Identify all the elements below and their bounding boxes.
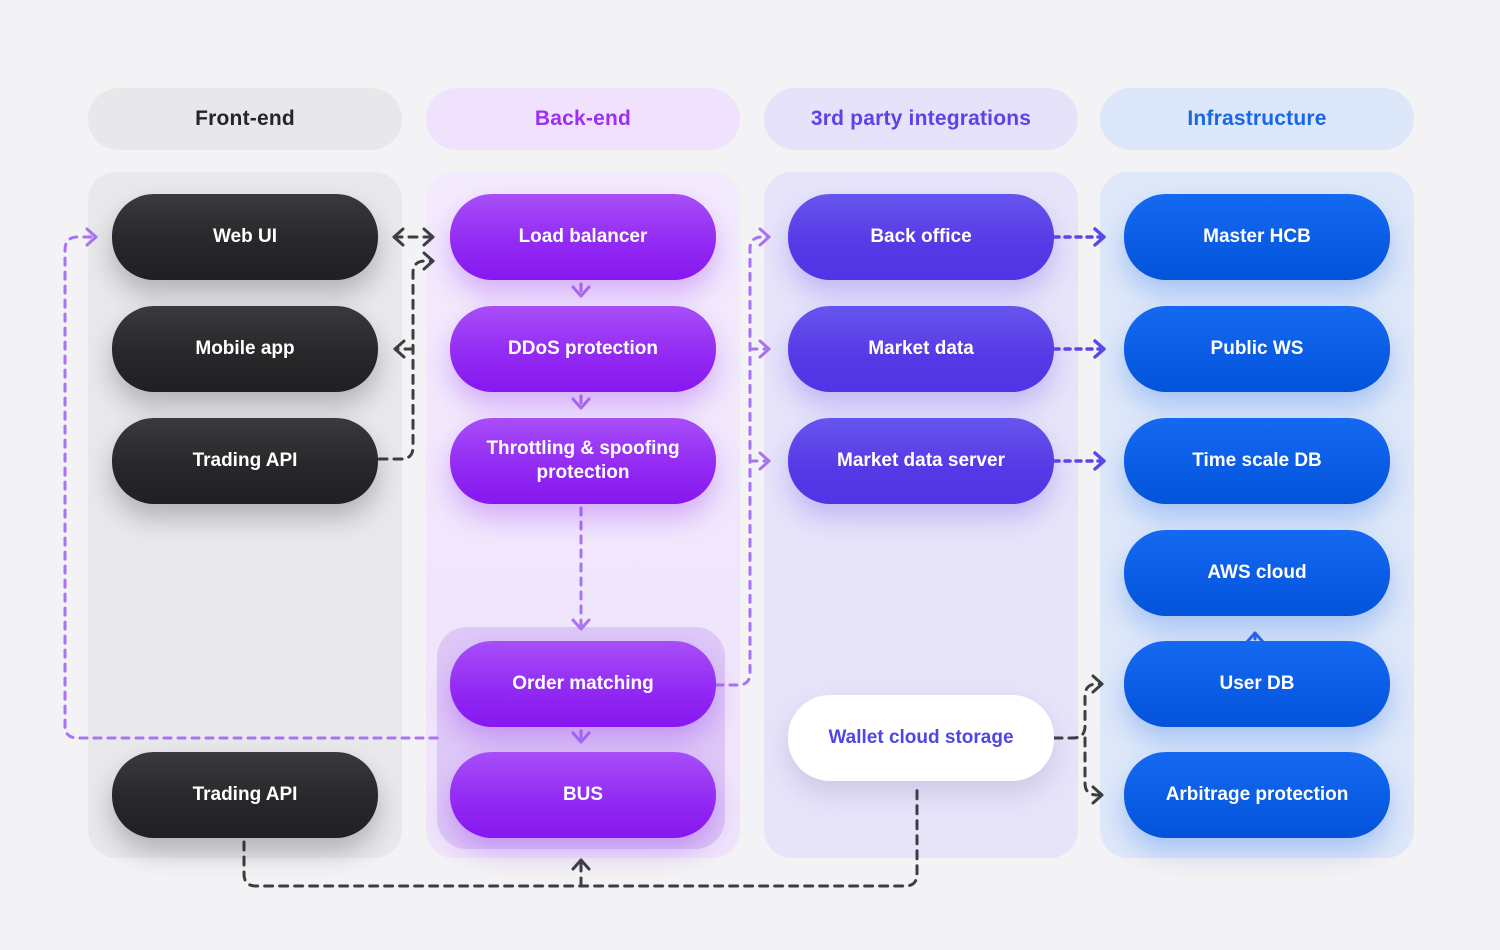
edge-tradingapi-loadbalancer xyxy=(377,251,435,461)
node-trading-api-2: Trading API xyxy=(112,752,378,838)
edge-ordermatching-webui xyxy=(63,227,439,740)
column-header-front-end: Front-end xyxy=(88,88,402,150)
column-panel-infrastructure xyxy=(1100,172,1414,858)
node-order-matching: Order matching xyxy=(450,641,716,727)
node-master-hcb: Master HCB xyxy=(1124,194,1390,280)
node-aws-cloud: AWS cloud xyxy=(1124,530,1390,616)
node-back-office: Back office xyxy=(788,194,1054,280)
column-header-infrastructure: Infrastructure xyxy=(1100,88,1414,150)
node-market-data-server: Market data server xyxy=(788,418,1054,504)
node-ddos-protection: DDoS protection xyxy=(450,306,716,392)
column-panel-front-end xyxy=(88,172,402,858)
column-header-back-end: Back-end xyxy=(426,88,740,150)
node-market-data: Market data xyxy=(788,306,1054,392)
node-mobile-app: Mobile app xyxy=(112,306,378,392)
node-trading-api: Trading API xyxy=(112,418,378,504)
node-public-ws: Public WS xyxy=(1124,306,1390,392)
node-user-db: User DB xyxy=(1124,641,1390,727)
edge-wallet-userdb xyxy=(1052,674,1104,740)
edge-wallet-arbitrage xyxy=(1083,736,1104,805)
node-wallet-cloud-storage: Wallet cloud storage xyxy=(788,695,1054,781)
edge-ordermatching-backoffice xyxy=(714,227,771,687)
column-header-3rd-party-integrations: 3rd party integrations xyxy=(764,88,1078,150)
node-bus: BUS xyxy=(450,752,716,838)
node-web-ui: Web UI xyxy=(112,194,378,280)
node-load-balancer: Load balancer xyxy=(450,194,716,280)
node-time-scale-db: Time scale DB xyxy=(1124,418,1390,504)
node-throttling-spoofing-protection: Throttling & spoofing protection xyxy=(450,418,716,504)
node-arbitrage-protection: Arbitrage protection xyxy=(1124,752,1390,838)
